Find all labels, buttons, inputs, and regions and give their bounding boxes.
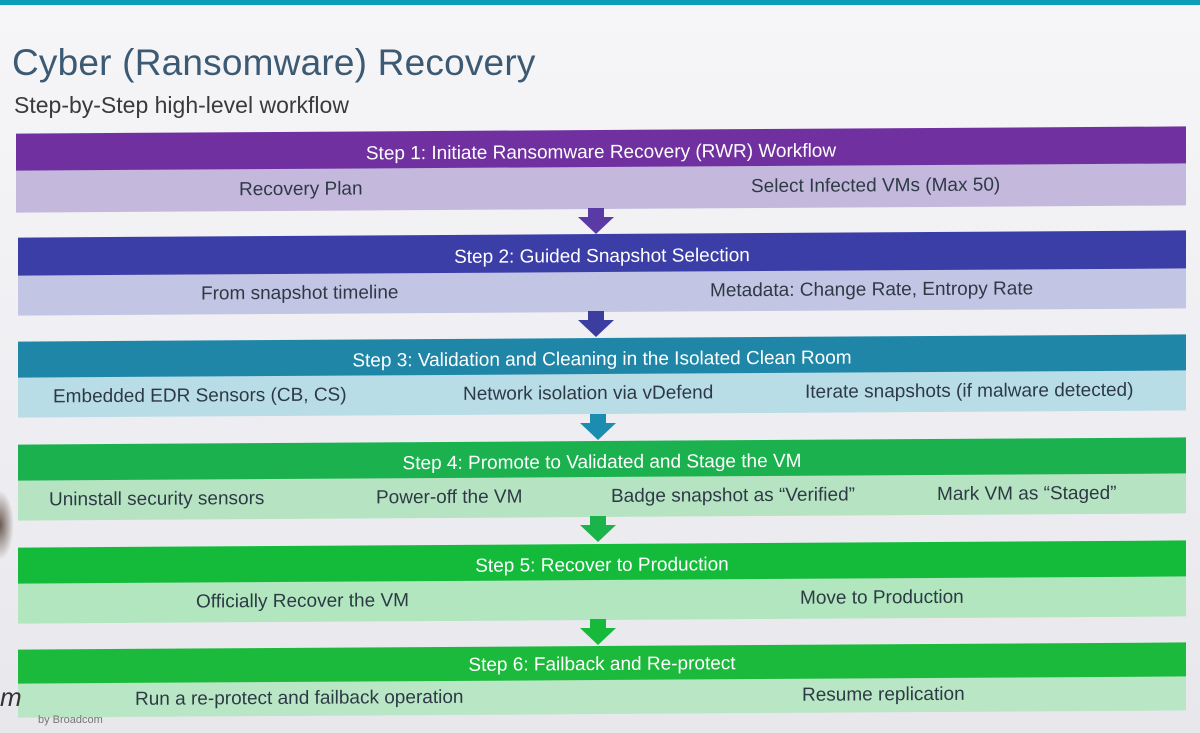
step-1-heading: Step 1: Initiate Ransomware Recovery (RW… — [365, 140, 837, 165]
step-5-heading: Step 5: Recover to Production — [475, 554, 729, 577]
step-3-details: Embedded EDR Sensors (CB, CS) Network is… — [18, 370, 1186, 418]
down-arrow-icon — [580, 619, 616, 645]
step-2-item-2: Metadata: Change Rate, Entropy Rate — [710, 278, 1034, 302]
slide-title: Cyber (Ransomware) Recovery — [12, 42, 536, 83]
down-arrow-icon — [580, 516, 616, 542]
step-3-item-1: Embedded EDR Sensors (CB, CS) — [53, 384, 347, 408]
step-4-details: Uninstall security sensors Power-off the… — [18, 473, 1186, 521]
step-4-item-1: Uninstall security sensors — [49, 488, 265, 511]
step-5-item-2: Move to Production — [800, 586, 964, 609]
top-accent-bar — [0, 0, 1200, 5]
step-6-item-1: Run a re-protect and failback operation — [135, 686, 464, 710]
step-2-heading: Step 2: Guided Snapshot Selection — [454, 245, 750, 268]
step-3-item-2: Network isolation via vDefend — [463, 382, 714, 405]
step-4-item-2: Power-off the VM — [376, 486, 523, 509]
presenter-shadow — [0, 490, 14, 560]
down-arrow-icon — [578, 208, 614, 234]
step-1-item-2: Select Infected VMs (Max 50) — [751, 174, 1001, 198]
step-6-heading: Step 6: Failback and Re-protect — [468, 653, 736, 676]
footer-brand: by Broadcom — [38, 714, 103, 726]
step-1-item-1: Recovery Plan — [239, 178, 363, 201]
step-3-item-3: Iterate snapshots (if malware detected) — [805, 379, 1134, 403]
slide-mark: m — [0, 682, 22, 712]
down-arrow-icon — [580, 414, 616, 440]
step-4-heading: Step 4: Promote to Validated and Stage t… — [402, 450, 802, 475]
step-4-item-3: Badge snapshot as “Verified” — [611, 484, 855, 507]
step-2-item-1: From snapshot timeline — [201, 282, 399, 305]
step-4-item-4: Mark VM as “Staged” — [937, 482, 1117, 505]
slide-subtitle: Step-by-Step high-level workflow — [14, 92, 349, 118]
step-5-details: Officially Recover the VM Move to Produc… — [18, 576, 1186, 624]
step-1-details: Recovery Plan Select Infected VMs (Max 5… — [16, 163, 1186, 213]
step-3-heading: Step 3: Validation and Cleaning in the I… — [352, 347, 852, 372]
down-arrow-icon — [578, 311, 614, 337]
step-6-item-2: Resume replication — [802, 683, 965, 706]
step-5-item-1: Officially Recover the VM — [196, 590, 409, 613]
step-2-details: From snapshot timeline Metadata: Change … — [18, 268, 1186, 316]
step-6-details: Run a re-protect and failback operation … — [18, 676, 1186, 718]
